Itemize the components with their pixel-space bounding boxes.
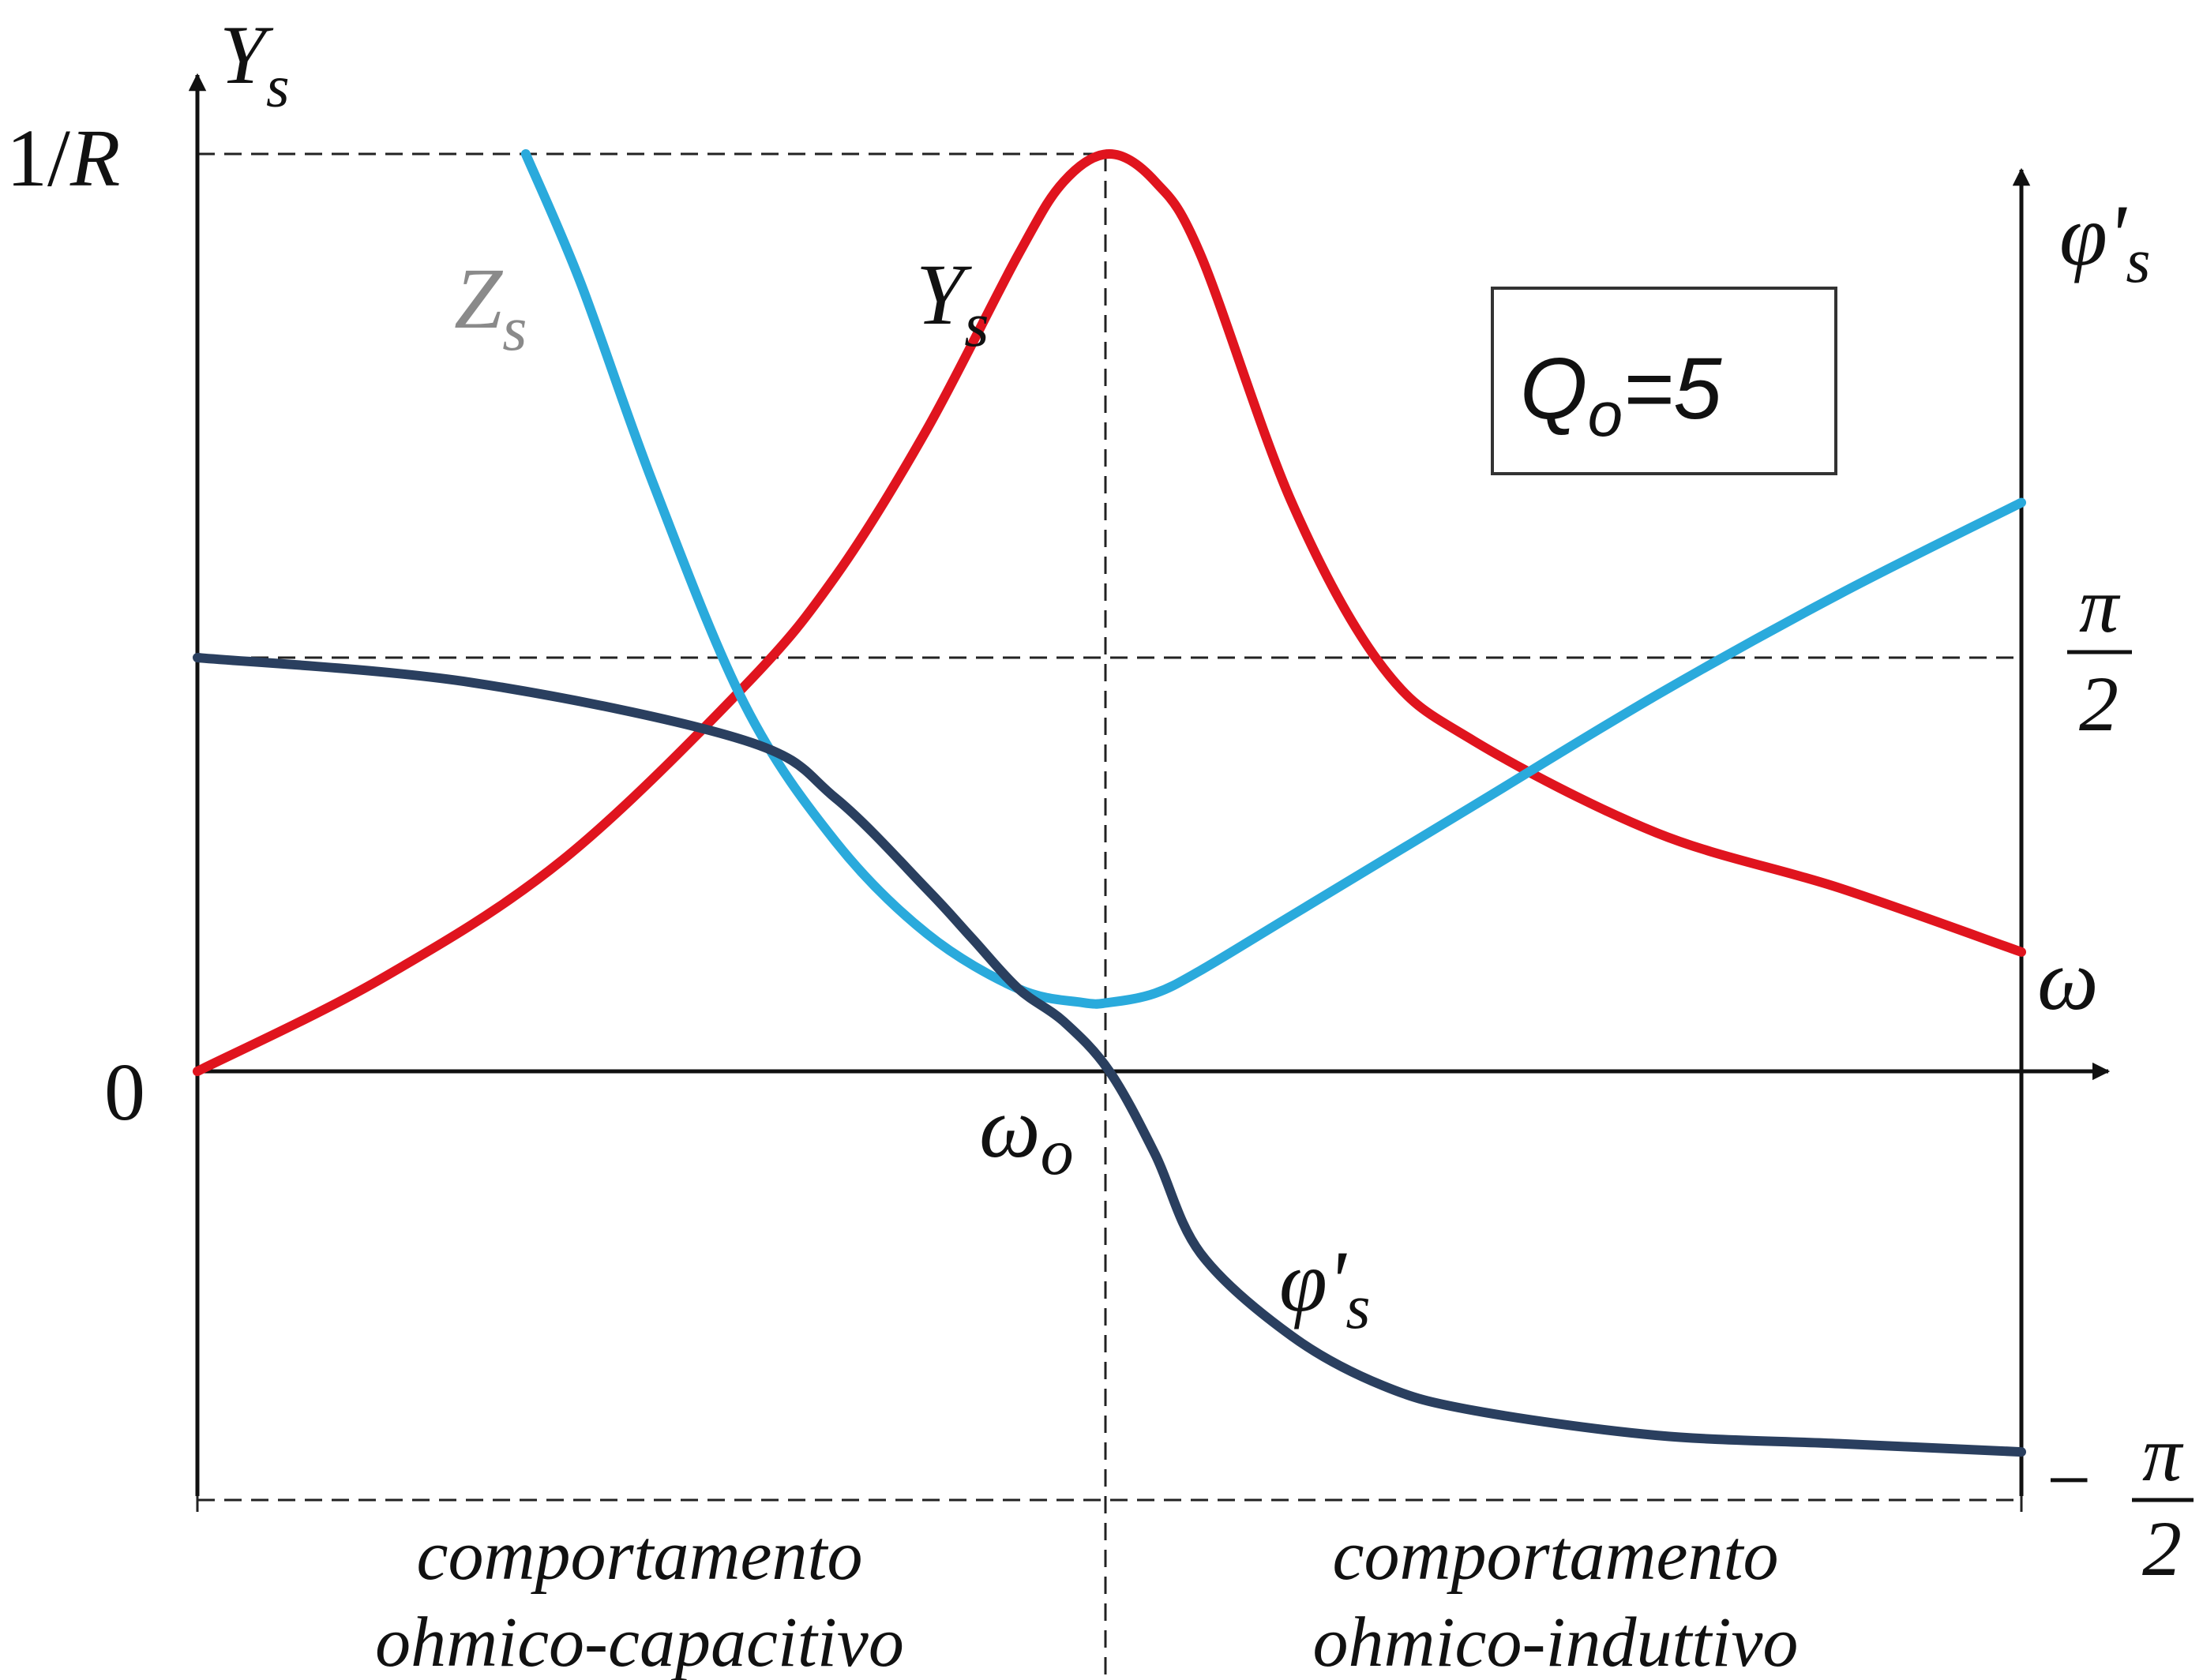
svg-text:π: π	[2142, 1410, 2184, 1498]
x-axis-label: ω	[2037, 932, 2099, 1028]
tick-label-plus-half-pi: π 2	[2067, 561, 2132, 748]
tick-label-minus-half-pi: − π 2	[2047, 1410, 2194, 1592]
svg-text:Qo=5: Qo=5	[1520, 340, 1722, 449]
series-label-ys: Ys	[916, 246, 989, 360]
region-right-line1: comportamento	[1333, 1517, 1779, 1595]
left-axis-label: Ys	[220, 9, 290, 120]
svg-text:2: 2	[2142, 1505, 2182, 1592]
svg-text:π: π	[2079, 561, 2121, 649]
series-label-phis: φ's	[1279, 1233, 1371, 1342]
curves	[193, 149, 2026, 1457]
series-label-zs: Zs	[454, 250, 527, 364]
region-left-line1: comportamento	[417, 1517, 863, 1595]
svg-text:−: −	[2047, 1436, 2091, 1524]
parameter-box: Qo=5	[1491, 287, 1837, 475]
region-left-line2: ohmico-capacitivo	[375, 1603, 904, 1680]
resonance-label: ωo	[979, 1079, 1074, 1189]
region-right-line2: ohmico-induttivo	[1313, 1603, 1799, 1680]
admittance-curve	[193, 149, 2026, 1076]
tick-label-one-over-r: 1/R	[6, 113, 120, 204]
impedance-curve	[520, 149, 2026, 1009]
phase-curve	[193, 653, 2026, 1457]
svg-text:2: 2	[2079, 660, 2119, 748]
right-axis-label: φ's	[2059, 187, 2151, 296]
tick-label-zero: 0	[104, 1047, 145, 1138]
axes	[188, 73, 2111, 1496]
